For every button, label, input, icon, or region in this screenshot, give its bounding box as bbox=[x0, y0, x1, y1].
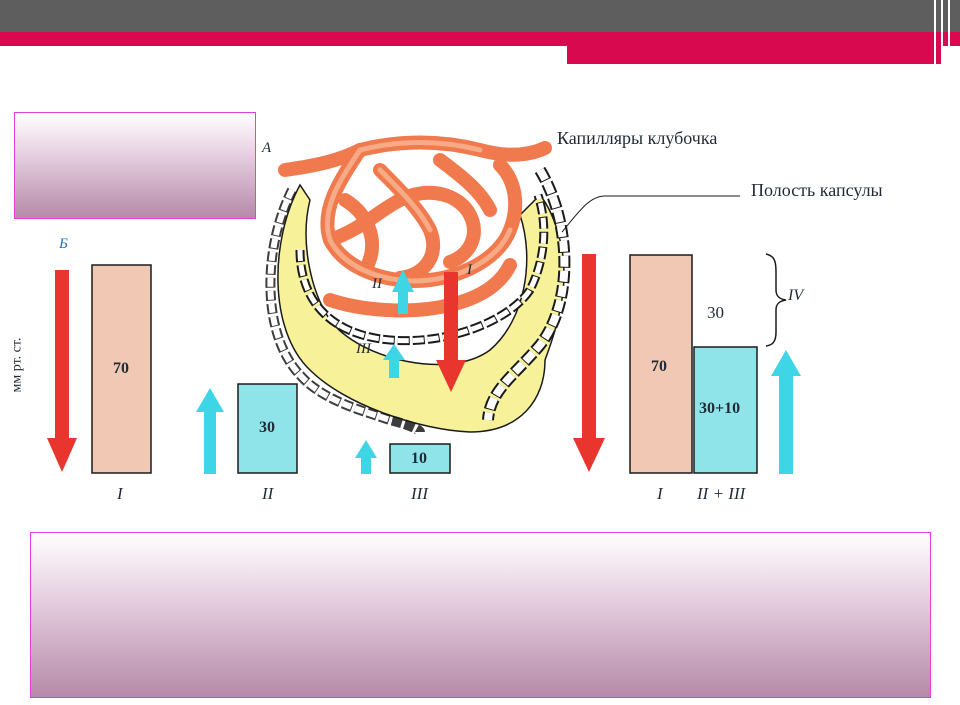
leader-capsule-cavity bbox=[561, 195, 740, 233]
combined-i-value: 70 bbox=[651, 358, 667, 375]
capillary-inner-glow bbox=[324, 140, 513, 284]
decor-line bbox=[934, 0, 936, 64]
bar-combined-ii-iii bbox=[693, 346, 758, 474]
label-b: Б bbox=[59, 236, 68, 252]
text-placeholder-box bbox=[30, 532, 931, 698]
bracket-iv-label: IV bbox=[788, 287, 804, 304]
title-band bbox=[0, 0, 960, 32]
combined-i-label: I bbox=[657, 484, 663, 503]
bar-ii-label: II bbox=[262, 484, 274, 503]
decor-line bbox=[948, 0, 950, 64]
bar-i bbox=[91, 264, 152, 474]
arrow-ii-left-blue bbox=[196, 388, 224, 474]
bar-iii-label: III bbox=[411, 484, 428, 503]
arrow-i-right-red bbox=[573, 254, 605, 472]
arrow-iii-left-blue bbox=[355, 440, 377, 474]
decor-line bbox=[941, 0, 943, 64]
arrow-iii-blue bbox=[383, 344, 405, 378]
glomerulus-capillaries-label: Капилляры клубочка bbox=[557, 128, 718, 148]
bar-iii-value: 10 bbox=[411, 450, 427, 467]
difference-value: 30 bbox=[707, 303, 724, 322]
bar-ii-value: 30 bbox=[259, 419, 275, 436]
arrow-i-label: I bbox=[467, 262, 472, 278]
bracket-iv bbox=[765, 253, 787, 347]
arrow-i-red bbox=[436, 272, 466, 392]
bar-i-value: 70 bbox=[113, 360, 129, 377]
bar-combined-i bbox=[629, 254, 693, 474]
bar-i-label: I bbox=[117, 484, 123, 503]
bar-ii bbox=[237, 383, 298, 474]
combined-ii-iii-label: II + III bbox=[697, 484, 746, 503]
label-a: А bbox=[262, 140, 272, 156]
arrow-ii-blue bbox=[392, 270, 414, 314]
title-placeholder-box bbox=[14, 112, 256, 219]
axis-unit-label: мм рт. ст. bbox=[9, 337, 25, 393]
combined-ii-iii-value: 30+10 bbox=[699, 400, 741, 417]
accent-band bbox=[0, 32, 960, 46]
arrow-ii-label: II bbox=[372, 276, 382, 292]
bar-iii bbox=[389, 443, 451, 474]
arrow-b-red bbox=[47, 270, 77, 472]
accent-tab bbox=[567, 46, 943, 64]
capsule-cavity-label: Полость капсулы bbox=[751, 180, 883, 200]
arrow-iii-label: III bbox=[356, 341, 371, 357]
glomerular-capillaries bbox=[278, 135, 552, 318]
arrow-ii-iii-right-blue bbox=[771, 350, 801, 474]
